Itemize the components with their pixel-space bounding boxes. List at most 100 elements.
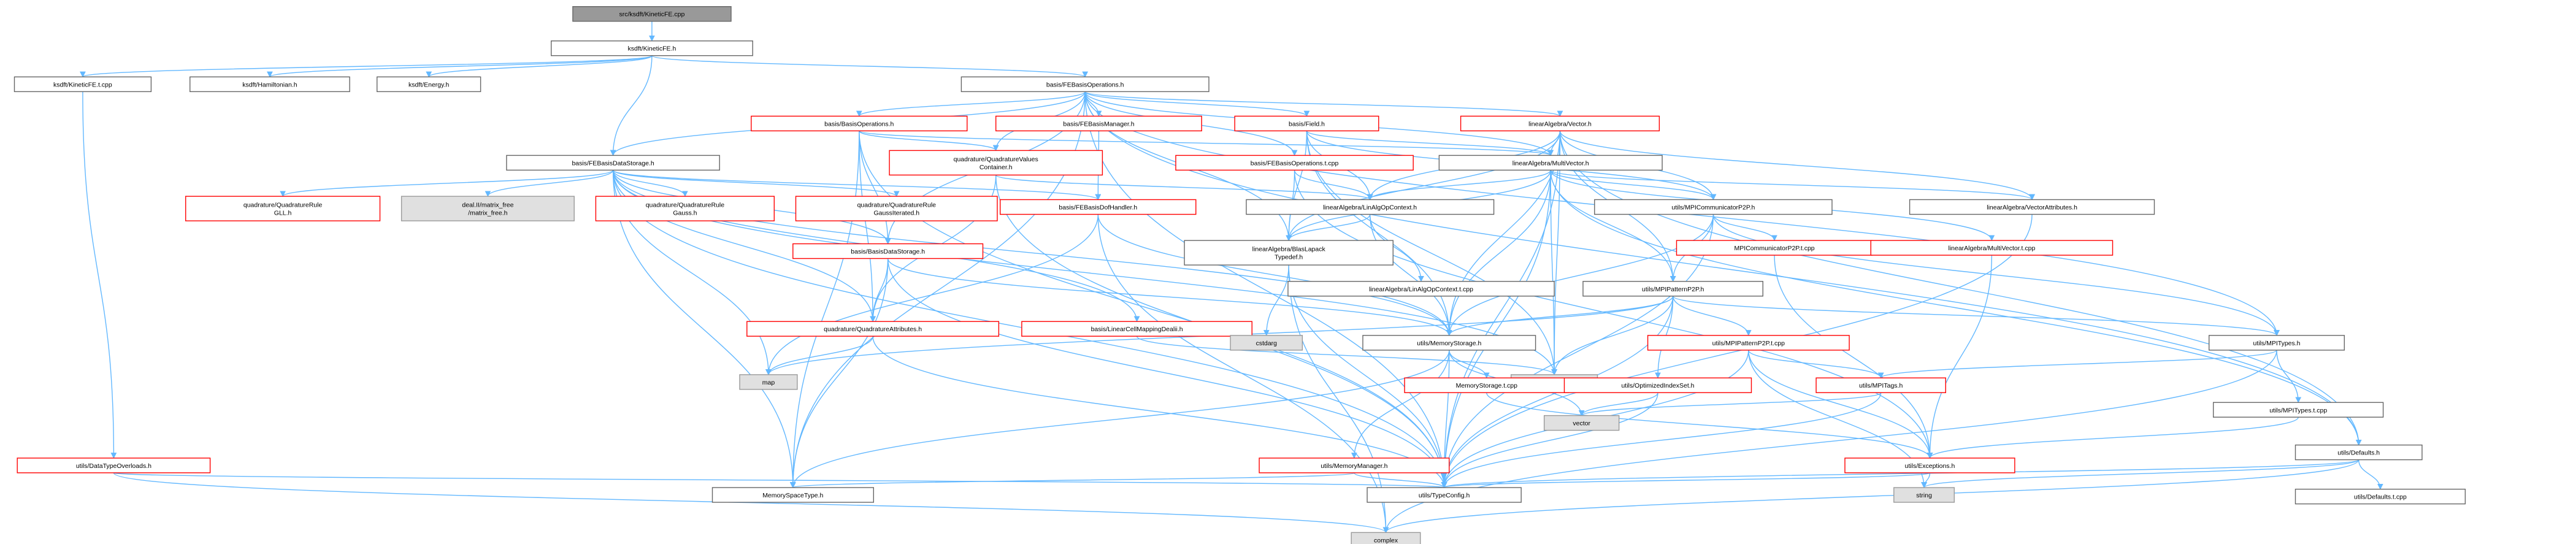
node-box[interactable] — [960, 76, 1209, 93]
node-box[interactable] — [377, 76, 481, 93]
node-mpipattern-t[interactable]: utils/MPIPatternP2P.t.cpp — [1647, 335, 1850, 351]
dependency-edge — [1441, 472, 1931, 488]
node-febasisops[interactable]: basis/FEBasisOperations.h — [960, 76, 1209, 93]
node-box[interactable] — [1362, 335, 1536, 351]
node-box[interactable] — [1175, 155, 1414, 171]
node-lincellmap[interactable]: basis/LinearCellMappingDealii.h — [1021, 321, 1253, 337]
node-memstorage-t[interactable]: MemoryStorage.t.cpp — [1404, 377, 1570, 393]
node-box[interactable] — [1246, 199, 1495, 215]
node-lavector[interactable]: linearAlgebra/Vector.h — [1460, 115, 1660, 132]
node-basisops[interactable]: basis/BasisOperations.h — [751, 115, 968, 132]
node-box[interactable] — [506, 155, 720, 171]
node-box[interactable] — [1234, 115, 1379, 132]
node-energy[interactable]: ksdft/Energy.h — [377, 76, 481, 93]
node-box[interactable] — [2294, 488, 2466, 505]
dependency-edge — [2358, 459, 2383, 490]
node-box[interactable] — [711, 487, 874, 503]
node-box[interactable] — [1438, 155, 1663, 171]
node-box[interactable] — [1647, 335, 1850, 351]
dependency-edge — [789, 258, 889, 488]
node-box[interactable] — [595, 196, 775, 221]
node-kineticfe-h[interactable]: ksdft/KineticFE.h — [551, 40, 753, 56]
node-febasisds[interactable]: basis/FEBasisDataStorage.h — [506, 155, 720, 171]
node-box[interactable] — [1594, 199, 1833, 215]
node-basisds[interactable]: basis/BasisDataStorage.h — [792, 243, 984, 259]
node-multivector[interactable]: linearAlgebra/MultiVector.h — [1438, 155, 1663, 171]
node-box[interactable] — [751, 115, 968, 132]
node-mpicommp2p[interactable]: utils/MPICommunicatorP2P.h — [1594, 199, 1833, 215]
node-box[interactable] — [551, 40, 753, 56]
node-box[interactable] — [746, 321, 1000, 337]
node-mpipattern[interactable]: utils/MPIPatternP2P.h — [1582, 281, 1763, 297]
node-box[interactable] — [1021, 321, 1253, 337]
node-box[interactable] — [792, 243, 984, 259]
node-box[interactable] — [999, 199, 1197, 215]
node-mpitags[interactable]: utils/MPITags.h — [1815, 377, 1947, 393]
dependency-edge — [610, 55, 653, 156]
node-label: basis/BasisOperations.h — [824, 120, 894, 128]
node-box[interactable] — [1259, 458, 1450, 473]
node-hamiltonian[interactable]: ksdft/Hamiltonian.h — [190, 76, 350, 93]
node-box[interactable] — [1676, 240, 1873, 256]
node-box[interactable] — [1582, 281, 1763, 297]
node-typeconfig[interactable]: utils/TypeConfig.h — [1367, 487, 1522, 503]
node-box[interactable] — [2212, 402, 2384, 418]
node-kineticfe-t[interactable]: ksdft/KineticFE.t.cpp — [13, 76, 152, 93]
node-box[interactable] — [995, 115, 1202, 132]
node-box[interactable] — [1563, 377, 1752, 393]
node-febasismgr[interactable]: basis/FEBasisManager.h — [995, 115, 1202, 132]
node-box[interactable] — [795, 196, 998, 221]
node-box[interactable] — [13, 76, 152, 93]
dependency-edge — [790, 472, 1355, 488]
edge-line — [1084, 91, 2362, 446]
node-defaults[interactable]: utils/Defaults.h — [2294, 444, 2423, 461]
node-linalgopctx[interactable]: linearAlgebra/LinAlgOpContext.h — [1246, 199, 1495, 215]
edge-line — [859, 130, 1554, 156]
node-defaults-t[interactable]: utils/Defaults.t.cpp — [2294, 488, 2466, 505]
edge-line — [1441, 393, 1882, 488]
dependency-edge — [2276, 350, 2302, 404]
node-optidxset[interactable]: utils/OptimizedIndexSet.h — [1563, 377, 1752, 393]
node-mpitypes-t[interactable]: utils/MPITypes.t.cpp — [2212, 402, 2384, 418]
node-box[interactable] — [1909, 199, 2155, 215]
node-lavecattr[interactable]: linearAlgebra/VectorAttributes.h — [1909, 199, 2155, 215]
node-label: GLL.h — [274, 210, 292, 217]
node-exceptions[interactable]: utils/Exceptions.h — [1844, 458, 2015, 473]
node-box[interactable] — [1287, 281, 1555, 297]
file-nodes: src/ksdft/KineticFE.cppksdft/KineticFE.h… — [13, 6, 2466, 544]
node-memstorage[interactable]: utils/MemoryStorage.h — [1362, 335, 1536, 351]
node-datatypeov[interactable]: utils/DataTypeOverloads.h — [17, 458, 211, 473]
edge-line — [887, 258, 1447, 488]
dependency-edge — [887, 258, 1452, 336]
node-linalgopctx-t[interactable]: linearAlgebra/LinAlgOpContext.t.cpp — [1287, 281, 1555, 297]
node-memmgr[interactable]: utils/MemoryManager.h — [1259, 458, 1450, 473]
node-box[interactable] — [190, 76, 350, 93]
node-box[interactable] — [1460, 115, 1660, 132]
node-box[interactable] — [1870, 240, 2114, 256]
edge-line — [267, 55, 653, 78]
node-febasisdof[interactable]: basis/FEBasisDofHandler.h — [999, 199, 1197, 215]
node-box[interactable] — [889, 150, 1103, 176]
node-multivec-t[interactable]: linearAlgebra/MultiVector.t.cpp — [1870, 240, 2114, 256]
node-box[interactable] — [2294, 444, 2423, 461]
node-box[interactable] — [1184, 240, 1393, 266]
node-box[interactable] — [185, 196, 381, 221]
node-memspacetype[interactable]: MemorySpaceType.h — [711, 487, 874, 503]
node-box[interactable] — [1844, 458, 2015, 473]
node-quadattr[interactable]: quadrature/QuadratureAttributes.h — [746, 321, 1000, 337]
node-box[interactable] — [1815, 377, 1947, 393]
node-field[interactable]: basis/Field.h — [1234, 115, 1379, 132]
node-box[interactable] — [17, 458, 211, 473]
node-mpitypes[interactable]: utils/MPITypes.h — [2208, 335, 2345, 351]
node-box[interactable] — [1367, 487, 1522, 503]
node-box[interactable] — [2208, 335, 2345, 351]
node-label: utils/MemoryManager.h — [1321, 462, 1387, 470]
node-mpicommp2p-t[interactable]: MPICommunicatorP2P.t.cpp — [1676, 240, 1873, 256]
node-febasisops-t[interactable]: basis/FEBasisOperations.t.cpp — [1175, 155, 1414, 171]
node-label: MemoryStorage.t.cpp — [1456, 382, 1518, 389]
